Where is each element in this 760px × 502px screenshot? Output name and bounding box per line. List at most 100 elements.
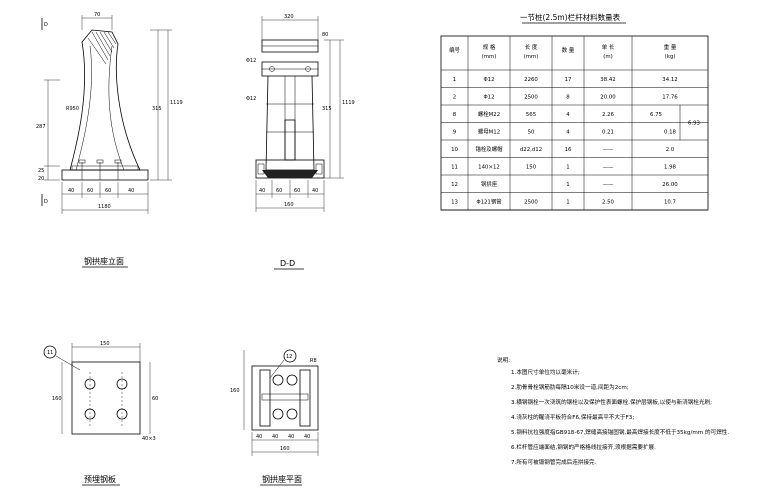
table-cell: 565 bbox=[526, 112, 536, 118]
table-header-cell: 重 量 bbox=[664, 43, 677, 51]
note-item: 7.所有可被锻钢管完成后连拼接完. bbox=[511, 458, 597, 466]
table-cell: 0.21 bbox=[602, 129, 614, 135]
table-cell: 12 bbox=[451, 182, 458, 188]
base-bottom-dim-1: 40 bbox=[256, 434, 262, 440]
section-web-outline bbox=[265, 75, 315, 171]
plate-view-caption: 预埋钢板 bbox=[84, 474, 116, 484]
table-cell: 4 bbox=[566, 112, 570, 118]
table-cell: —— bbox=[603, 182, 614, 188]
front-left-total-dim: 287 bbox=[36, 124, 46, 130]
section-bottom-dim-4: 40 bbox=[312, 188, 318, 194]
base-top-dim: 160 bbox=[230, 388, 240, 394]
section-bottom-dim-3: 60 bbox=[294, 188, 300, 194]
table-cell: 17 bbox=[565, 77, 572, 83]
front-top-dim: 70 bbox=[94, 12, 100, 18]
base-bolt bbox=[272, 408, 284, 420]
table-title: 一节桩(2.5m)栏杆材料数量表 bbox=[520, 12, 621, 22]
rebar-fan bbox=[87, 31, 117, 65]
table-header-cell: 规 格 bbox=[483, 43, 496, 51]
notes-block: 说明: 1.本图尺寸单位均以毫米计; 2.肋骨骨栓钢筋肋每隔10米设一道,间距为… bbox=[497, 356, 729, 466]
table-cell: 16 bbox=[565, 147, 572, 153]
table-header-cell: 数 量 bbox=[562, 46, 575, 54]
base-slot-right bbox=[299, 369, 311, 427]
table-cell: 螺栓M22 bbox=[478, 110, 500, 118]
base-bolt bbox=[286, 374, 298, 386]
section-mark-top: D bbox=[44, 22, 48, 28]
base-bottom-dim-3: 40 bbox=[288, 434, 294, 440]
section-dd-view: 320 Φ12 Φ12 80 315 1119 bbox=[246, 14, 355, 270]
plate-left-dim: 160 bbox=[52, 396, 62, 402]
base-slot-left bbox=[259, 369, 271, 427]
plate-callout: 11 bbox=[47, 350, 53, 356]
plate-top-dim: 150 bbox=[100, 341, 110, 347]
table-cell: 8 bbox=[453, 112, 457, 118]
section-right-total-dim: 1119 bbox=[342, 100, 355, 106]
base-callout: 12 bbox=[286, 354, 292, 360]
table-cell: Φ12 bbox=[483, 94, 494, 100]
table-cell: d22,d12 bbox=[520, 147, 542, 153]
table-cell: Φ12 bbox=[483, 77, 494, 83]
section-base-hatch bbox=[262, 170, 318, 178]
section-right-dim-a: 80 bbox=[322, 32, 328, 38]
front-elevation-view: D D 70 bbox=[36, 12, 183, 268]
front-base-flange bbox=[71, 165, 139, 171]
table-cell: 钢拱座 bbox=[481, 180, 498, 188]
table-merged-weight: 6.93 bbox=[688, 121, 700, 127]
front-bottom-dim-1: 40 bbox=[68, 188, 74, 194]
table-cell: 150 bbox=[526, 164, 537, 170]
table-header-cell: (mm) bbox=[482, 54, 497, 60]
note-item: 1.本图尺寸单位均以毫米计; bbox=[511, 368, 580, 376]
table-cell: 8 bbox=[566, 94, 570, 100]
section-bottom-total-dim: 160 bbox=[284, 202, 294, 208]
section-center-hatch bbox=[284, 119, 296, 161]
table-cell: 1 bbox=[453, 77, 456, 83]
table-cell: 9 bbox=[453, 129, 457, 135]
table-cell: 10 bbox=[451, 147, 458, 153]
table-header-cell: (kg) bbox=[665, 54, 676, 60]
table-cell: 2.50 bbox=[602, 199, 615, 205]
table-cell: 2500 bbox=[524, 199, 538, 205]
plate-outline bbox=[71, 361, 141, 435]
table-header-cell: 长 度 bbox=[525, 43, 538, 51]
front-bottom-total-dim: 1180 bbox=[98, 204, 111, 210]
base-callout-circle bbox=[283, 349, 297, 363]
note-item: 3.横钢钢栓一次浇筑的钢栓以及保护性表面螺栓,保护层钢板,以使与新浇钢栓光刷; bbox=[511, 398, 712, 406]
section-view-caption: D-D bbox=[280, 259, 295, 268]
base-bolt bbox=[286, 408, 298, 420]
base-right-dim: R8 bbox=[310, 358, 317, 364]
section-rebar-label-a: Φ12 bbox=[246, 58, 256, 64]
notes-heading: 说明: bbox=[497, 356, 510, 364]
table-cell: 2.26 bbox=[602, 112, 615, 118]
front-left-dim-b: 20 bbox=[38, 176, 44, 182]
table-cell: 2260 bbox=[524, 77, 538, 83]
embedded-plate-view: 11 150 160 60 40×3 预埋钢板 bbox=[43, 341, 158, 486]
table-cell: 1.98 bbox=[664, 164, 677, 170]
table-cell: 20.00 bbox=[600, 94, 616, 100]
base-bottom-total-dim: 160 bbox=[280, 446, 290, 452]
table-cell: 6.75 bbox=[650, 112, 662, 118]
base-bottom-dim-2: 40 bbox=[272, 434, 278, 440]
table-cell: —— bbox=[603, 164, 614, 170]
table-header-cell: 编号 bbox=[449, 46, 460, 54]
front-bottom-dim-2: 60 bbox=[87, 188, 93, 194]
note-item: 4.浇灰柱的醒浇平板符合F6,保持最高平不大于F3; bbox=[511, 413, 634, 421]
front-left-dim-a: 25 bbox=[38, 168, 44, 174]
front-view-caption: 钢拱座立面 bbox=[84, 256, 124, 266]
front-anchor-bolts bbox=[78, 159, 122, 180]
table-header-cell: (m) bbox=[603, 54, 612, 60]
table-cell: Φ121钢管 bbox=[476, 197, 502, 205]
section-rebar-label-b: Φ12 bbox=[246, 96, 256, 102]
base-plate-outline bbox=[251, 365, 319, 431]
front-bottom-dim-4: 40 bbox=[128, 188, 134, 194]
base-view-caption: 钢拱座平面 bbox=[262, 474, 302, 484]
table-cell: 17.76 bbox=[662, 94, 678, 100]
table-cell: 锚栓及螺帽 bbox=[476, 145, 504, 153]
arch-inner-line-left bbox=[75, 45, 92, 171]
section-bottom-dim-2: 60 bbox=[276, 188, 282, 194]
table-cell: 38.42 bbox=[600, 77, 615, 83]
plate-callout-circle bbox=[43, 345, 57, 359]
base-bottom-dim-4: 40 bbox=[304, 434, 310, 440]
table-cell: 4 bbox=[566, 129, 570, 135]
